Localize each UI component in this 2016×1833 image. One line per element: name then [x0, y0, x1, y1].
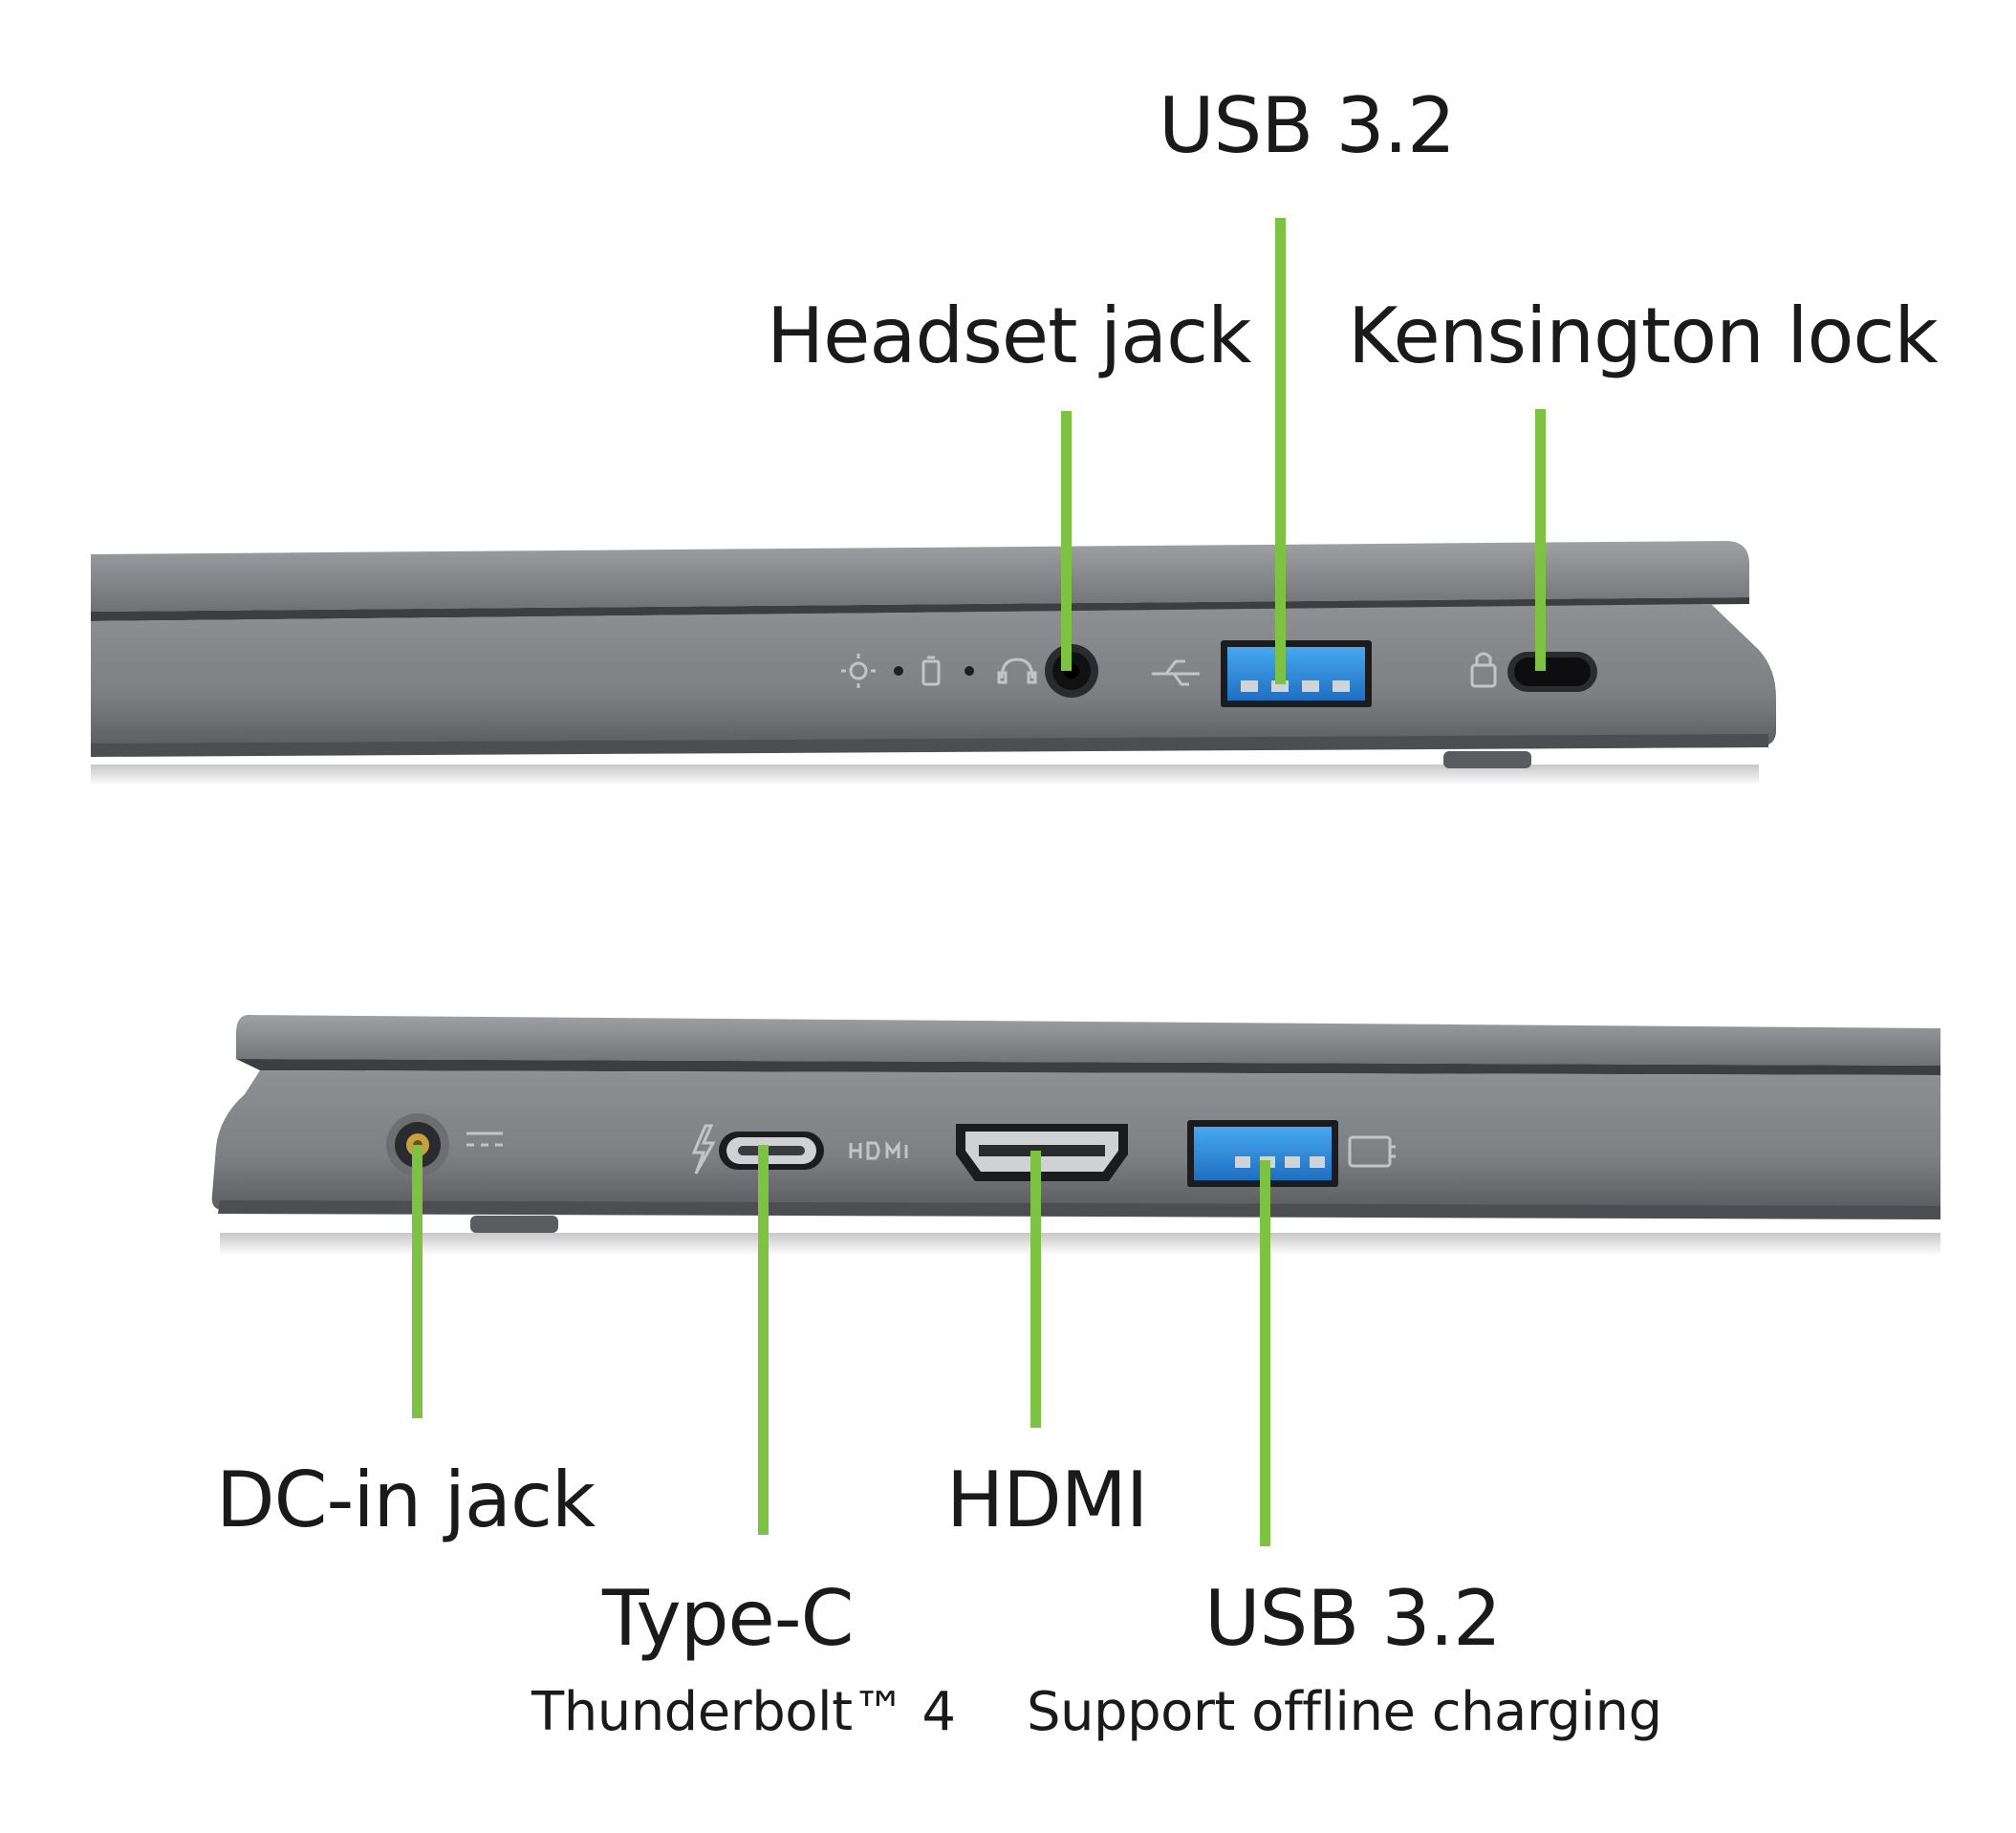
right-foot	[1443, 751, 1531, 768]
right-hinge-seam	[91, 597, 1749, 621]
right-side-shadow	[91, 765, 1759, 786]
headset-symbol-icon	[997, 658, 1037, 684]
usb-a-port-icon	[1187, 1120, 1338, 1187]
label-type-c: Type-C	[602, 1574, 854, 1663]
dc-symbol-icon	[466, 1132, 503, 1147]
hdmi-logo-icon	[849, 1140, 908, 1160]
leader-hdmi	[1030, 1151, 1041, 1428]
thunderbolt-symbol-icon	[691, 1124, 716, 1175]
left-side-view	[211, 1015, 1941, 1256]
headset-jack-icon	[1045, 644, 1098, 698]
label-usb-3-2-right: USB 3.2	[1159, 81, 1456, 170]
power-led	[894, 666, 903, 676]
battery-led	[965, 666, 974, 676]
label-offline-charging: Support offline charging	[1027, 1681, 1662, 1743]
left-side-shadow	[220, 1233, 1940, 1256]
left-base-edge	[218, 1200, 1940, 1219]
left-lid	[236, 1015, 1940, 1066]
leader-headset-jack	[1061, 411, 1072, 671]
usb-c-port-icon	[719, 1132, 824, 1170]
power-light-icon	[841, 654, 876, 688]
left-foot	[470, 1216, 558, 1233]
leader-type-c	[758, 1145, 769, 1535]
usb-a-port-icon	[1221, 640, 1372, 707]
usb-charge-symbol-icon	[1348, 1135, 1396, 1168]
battery-light-icon	[921, 656, 941, 686]
lock-symbol-icon	[1470, 652, 1497, 688]
left-hinge-seam	[236, 1059, 1940, 1075]
label-headset-jack: Headset jack	[767, 291, 1251, 380]
leader-usb-right	[1275, 218, 1286, 684]
leader-kensington-lock	[1535, 409, 1546, 671]
label-thunderbolt-4: Thunderbolt™ 4	[531, 1681, 956, 1743]
leader-usb-left	[1260, 1160, 1270, 1546]
right-side-view	[91, 541, 1776, 786]
usb-symbol-icon	[1152, 659, 1200, 686]
right-lid	[91, 541, 1749, 612]
label-hdmi: HDMI	[946, 1456, 1148, 1544]
lock-slot-icon	[1507, 652, 1597, 692]
label-dc-in-jack: DC-in jack	[216, 1456, 596, 1544]
leader-dc-in-jack	[412, 1145, 423, 1418]
hdmi-port-icon	[956, 1124, 1128, 1181]
label-kensington-lock: Kensington lock	[1348, 291, 1939, 380]
right-base-edge	[91, 734, 1768, 757]
label-usb-3-2-left: USB 3.2	[1204, 1574, 1502, 1663]
